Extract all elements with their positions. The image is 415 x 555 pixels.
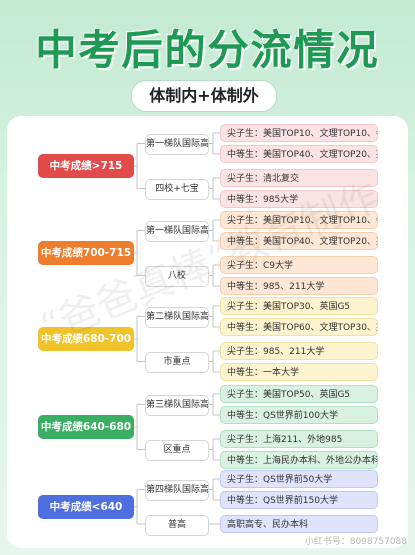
branch-node: 区重点 — [145, 440, 209, 461]
leaf-node: 中等生：QS世界前150大学 — [220, 491, 378, 509]
leaf-node: 中等生：美国TOP40、文理TOP20、英国G5 — [220, 145, 378, 163]
leaf-node: 中等生：美国TOP60、文理TOP30、英国TOP20 — [220, 318, 378, 336]
footer-account-id: 小红书号：8098757088 — [304, 537, 407, 547]
leaf-node: 中等生：一本大学 — [220, 363, 378, 381]
branch-node: 普高 — [145, 514, 209, 536]
leaf-node: 尖子生：985、211大学 — [220, 342, 378, 360]
branch-node: 第二梯队国际高中 — [145, 307, 209, 328]
leaf-node: 高职高专、民办本科 — [220, 515, 378, 533]
leaf-node: 尖子生：QS世界前50大学 — [220, 470, 378, 488]
branch-node: 市重点 — [145, 352, 209, 373]
branch-node: 八校 — [145, 266, 209, 287]
leaf-node: 尖子生：清北复交 — [220, 169, 378, 187]
leaf-node: 尖子生：美国TOP30、英国G5 — [220, 297, 378, 315]
leaf-node: 中等生：美国TOP40、文理TOP20、英国G5 — [220, 232, 378, 250]
branch-node: 第一梯队国际高中 — [145, 134, 209, 155]
leaf-node: 尖子生：美国TOP50、英国G5 — [220, 385, 378, 403]
leaf-node: 中等生：985大学 — [220, 190, 378, 208]
leaf-node: 中等生：985、211大学 — [220, 277, 378, 295]
subtitle-pill: 体制内+体制外 — [131, 80, 277, 112]
branch-node: 四校+七宝 — [145, 179, 209, 200]
page-title: 中考后的分流情况 — [35, 26, 380, 74]
score-node: 中考成绩640-680 — [38, 415, 134, 439]
leaf-node: 尖子生：美国TOP10、文理TOP10、牛剑 — [220, 124, 378, 142]
branch-node: 第四梯队国际高中 — [145, 480, 209, 501]
leaf-node: 尖子生：上海211、外地985 — [220, 430, 378, 448]
leaf-node: 尖子生：美国TOP10、文理TOP10、牛剑 — [220, 211, 378, 229]
branch-node: 第一梯队国际高中 — [145, 221, 209, 242]
score-node: 中考成绩680-700 — [38, 327, 134, 351]
branch-node: 第三梯队国际高中 — [145, 395, 209, 416]
score-node: 中考成绩>715 — [38, 154, 134, 178]
leaf-node: 中等生：上海民办本科、外地公办本科 — [220, 451, 378, 469]
leaf-node: 尖子生：C9大学 — [220, 256, 378, 274]
score-node: 中考成绩700-715 — [38, 241, 134, 265]
leaf-node: 中等生：QS世界前100大学 — [220, 406, 378, 424]
score-node: 中考成绩<640 — [38, 494, 134, 519]
